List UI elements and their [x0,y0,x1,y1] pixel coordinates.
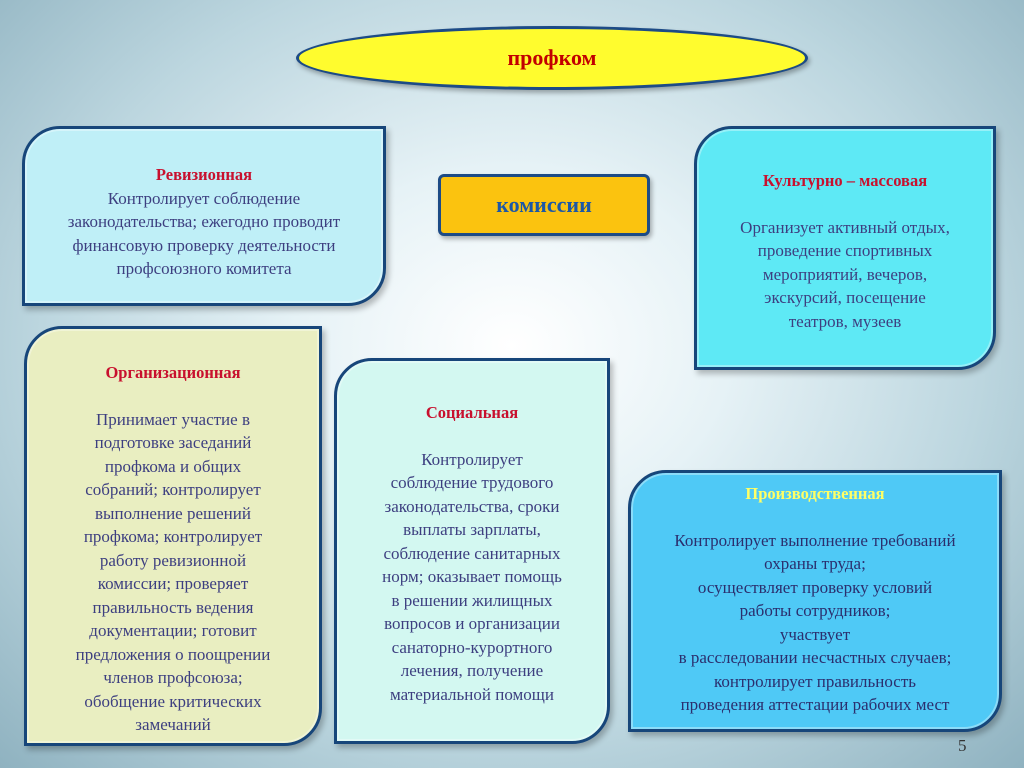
cultural-title: Культурно – массовая [762,171,928,190]
commissions-label-box: комиссии [438,174,650,236]
organizational-description: Принимает участие в подготовке заседаний… [75,409,271,735]
production-description: Контролирует выполнение требований охран… [674,530,956,715]
organizational-title: Организационная [105,363,241,382]
social-commission-box: Социальная Контролирует соблюдение трудо… [334,358,610,744]
social-description: Контролирует соблюдение трудового законо… [382,449,562,704]
production-title: Производственная [745,484,885,503]
cultural-description: Организует активный отдых, проведение сп… [740,217,950,331]
page-number: 5 [958,736,967,755]
production-commission-box: Производственная Контролирует выполнение… [628,470,1002,732]
revision-title: Ревизионная [155,165,253,184]
organizational-commission-box: Организационная Принимает участие в подг… [24,326,322,746]
social-title: Социальная [425,403,519,422]
cultural-commission-box: Культурно – массовая Организует активный… [694,126,996,370]
revision-commission-box: Ревизионная Контролирует соблюдение зако… [22,126,386,306]
profkom-title: профком [507,45,597,70]
revision-description: Контролирует соблюдение законодательства… [67,188,341,279]
profkom-ellipse: профком [296,26,808,90]
commissions-label: комиссии [496,192,592,217]
